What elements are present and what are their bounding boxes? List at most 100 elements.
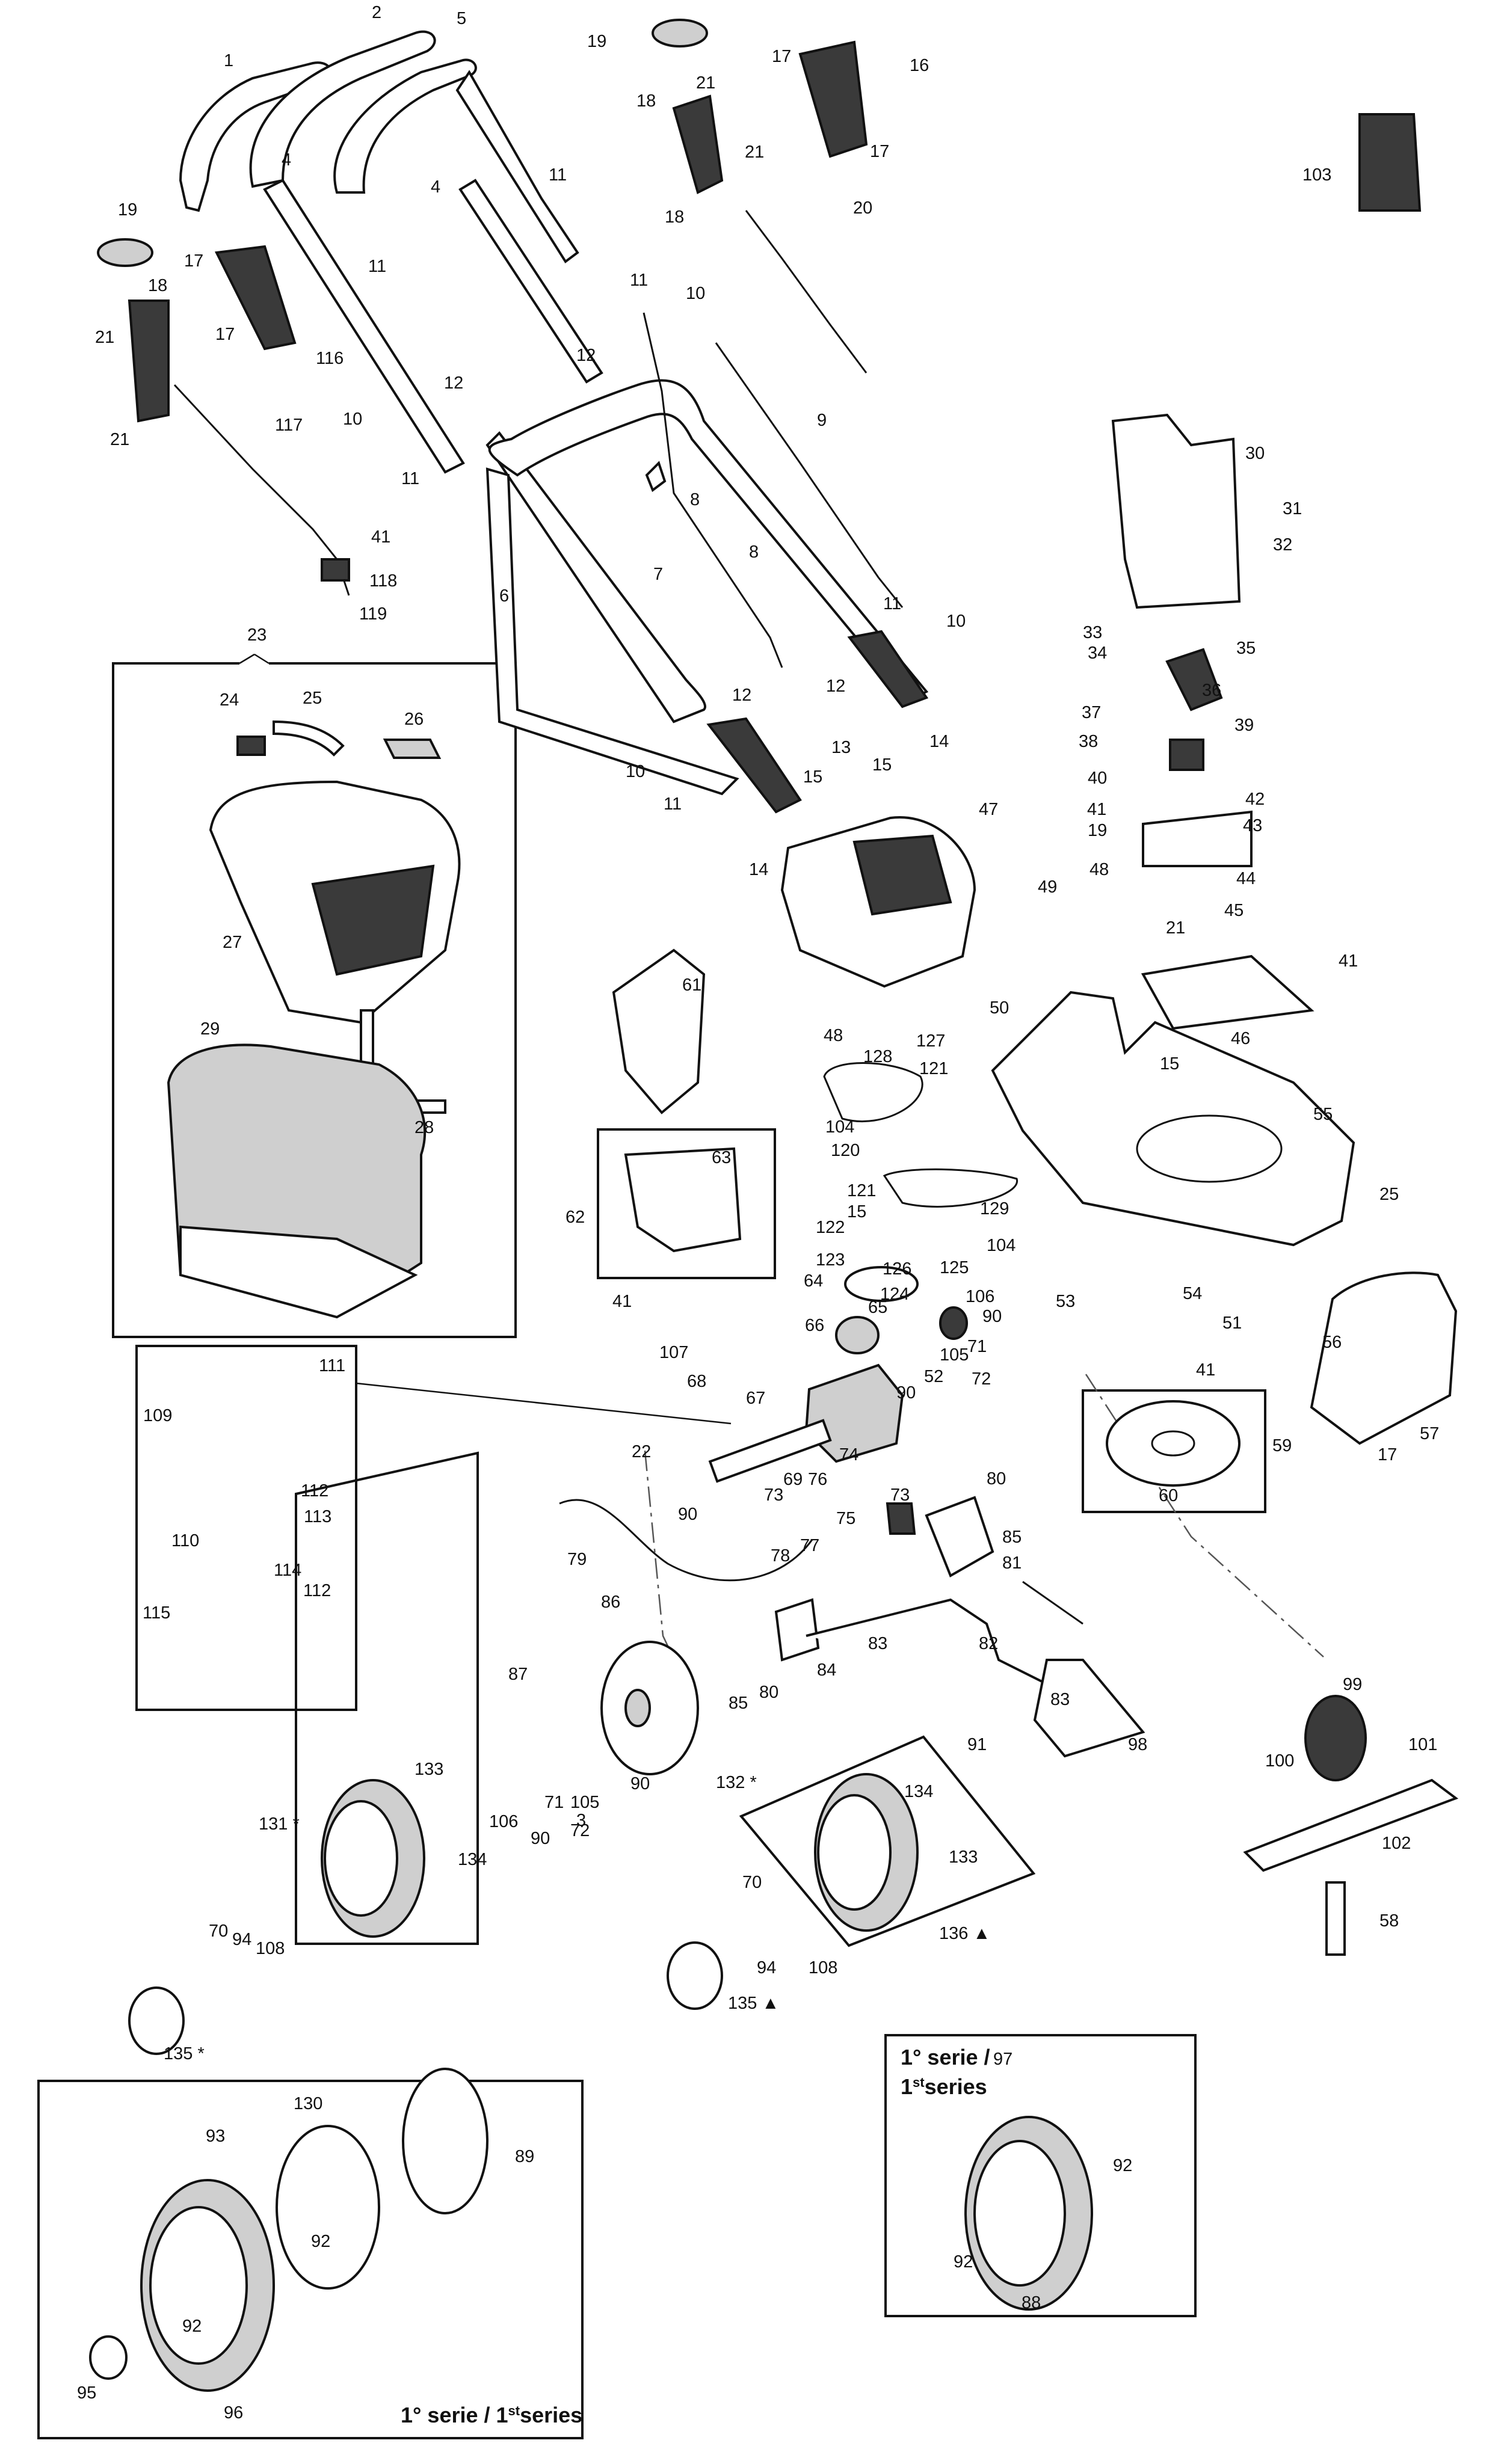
bag-frame-grill bbox=[311, 864, 435, 976]
callout-c7: 7 bbox=[653, 565, 663, 584]
callout-c2: 2 bbox=[372, 3, 381, 22]
callout-c57: 57 bbox=[1420, 1424, 1439, 1443]
cable-79 bbox=[559, 1499, 813, 1582]
upper-handle-middle bbox=[249, 30, 436, 188]
handle-tube-left bbox=[263, 179, 465, 474]
callout-c44: 44 bbox=[1236, 869, 1256, 888]
callout-c21e: 21 bbox=[1166, 918, 1185, 938]
callout-c133a: 133 bbox=[415, 1760, 443, 1779]
callout-c85a: 85 bbox=[1002, 1528, 1022, 1547]
callout-c93: 93 bbox=[206, 2127, 225, 2146]
callout-c83a: 83 bbox=[868, 1634, 887, 1653]
deck-opening bbox=[1136, 1114, 1283, 1183]
callout-c83b: 83 bbox=[1050, 1690, 1070, 1709]
lever-cover-16 bbox=[798, 40, 868, 158]
callout-c9: 9 bbox=[817, 411, 827, 430]
first-series-right-frame bbox=[884, 2034, 1197, 2317]
callout-c111: 111 bbox=[319, 1356, 345, 1375]
mulch-plate-hub bbox=[1151, 1430, 1195, 1457]
callout-c119: 119 bbox=[359, 604, 387, 624]
front-bumper-57 bbox=[1310, 1271, 1458, 1445]
callout-c8a: 8 bbox=[690, 490, 700, 509]
callout-c95: 95 bbox=[77, 2383, 96, 2403]
callout-c126: 126 bbox=[883, 1259, 911, 1279]
lower-tube-right bbox=[458, 179, 603, 384]
callout-c40: 40 bbox=[1088, 769, 1107, 788]
callout-c17d: 17 bbox=[215, 325, 235, 344]
callout-c87: 87 bbox=[508, 1665, 528, 1684]
callout-c47: 47 bbox=[979, 800, 998, 819]
callout-c120: 120 bbox=[831, 1141, 860, 1160]
gear-105a bbox=[939, 1306, 968, 1340]
callout-c32: 32 bbox=[1273, 535, 1292, 555]
flap-62 bbox=[624, 1147, 742, 1253]
callout-c74: 74 bbox=[839, 1445, 858, 1464]
callout-c26: 26 bbox=[404, 710, 424, 729]
callout-c66: 66 bbox=[805, 1316, 824, 1335]
callout-c35: 35 bbox=[1236, 639, 1256, 658]
callout-c70b: 70 bbox=[209, 1922, 228, 1941]
callout-c75: 75 bbox=[836, 1509, 855, 1528]
clip-118 bbox=[321, 558, 350, 582]
callout-c63: 63 bbox=[712, 1148, 731, 1167]
callout-c131: 131 * bbox=[259, 1814, 300, 1834]
callout-c118: 118 bbox=[369, 571, 397, 591]
callout-c128: 128 bbox=[863, 1047, 892, 1066]
callout-c30: 30 bbox=[1245, 444, 1265, 463]
callout-c19a: 19 bbox=[587, 32, 606, 51]
cable-20 bbox=[745, 210, 868, 373]
rear-wheel-hub bbox=[324, 1800, 398, 1917]
callout-c55: 55 bbox=[1313, 1105, 1333, 1124]
callout-c11d: 11 bbox=[401, 469, 419, 488]
callout-c18b: 18 bbox=[665, 207, 684, 227]
handle-assembly bbox=[97, 19, 1422, 814]
callout-c19c: 19 bbox=[1088, 821, 1107, 840]
callout-c33: 33 bbox=[1083, 623, 1102, 642]
callout-c17e: 17 bbox=[1378, 1445, 1397, 1464]
knob-19-left bbox=[97, 238, 153, 267]
bracket-98 bbox=[1033, 1659, 1145, 1758]
callout-c90a: 90 bbox=[982, 1307, 1002, 1326]
callout-c65: 65 bbox=[868, 1298, 887, 1317]
callout-c115: 115 bbox=[143, 1603, 170, 1623]
callout-c12c: 12 bbox=[732, 686, 751, 705]
callout-c117: 117 bbox=[275, 416, 303, 435]
callout-c72a: 72 bbox=[972, 1369, 991, 1389]
callout-c10a: 10 bbox=[686, 284, 705, 303]
callout-c90e: 90 bbox=[630, 1774, 650, 1793]
callout-c114: 114 bbox=[274, 1561, 301, 1580]
callout-c125: 125 bbox=[940, 1258, 969, 1277]
callout-c102: 102 bbox=[1382, 1834, 1411, 1853]
callout-c135b: 135 ▲ bbox=[728, 1994, 779, 2013]
hubcap-135-left bbox=[128, 1986, 185, 2055]
callout-c100: 100 bbox=[1265, 1751, 1294, 1771]
callout-c22: 22 bbox=[632, 1442, 651, 1461]
callout-c64: 64 bbox=[804, 1271, 823, 1291]
callout-c21b: 21 bbox=[745, 143, 764, 162]
grass-bag-assembly bbox=[167, 720, 461, 1319]
callout-c107: 107 bbox=[659, 1343, 688, 1362]
callout-c1: 1 bbox=[224, 51, 233, 70]
callout-c110: 110 bbox=[171, 1531, 199, 1550]
callout-c106b: 106 bbox=[489, 1812, 518, 1831]
callout-c94b: 94 bbox=[757, 1958, 776, 1977]
callout-c112a: 112 bbox=[301, 1481, 328, 1501]
callout-c4a: 4 bbox=[282, 150, 291, 170]
part-24 bbox=[236, 736, 266, 756]
callout-c133b: 133 bbox=[949, 1848, 978, 1867]
callout-c99: 99 bbox=[1343, 1675, 1362, 1694]
grass-bag-frame bbox=[112, 662, 517, 1338]
callout-c39: 39 bbox=[1234, 716, 1254, 735]
engine-cover-vent bbox=[852, 834, 952, 916]
callout-c127: 127 bbox=[916, 1031, 945, 1051]
callout-c15c: 15 bbox=[1160, 1054, 1179, 1074]
callout-c104a: 104 bbox=[825, 1117, 854, 1137]
wheel-cover-89 bbox=[402, 2068, 488, 2214]
callout-c80b: 80 bbox=[759, 1683, 778, 1702]
bracket-43 bbox=[1142, 810, 1253, 867]
bracket-84 bbox=[774, 1598, 820, 1662]
hubcap-135-right bbox=[667, 1941, 723, 2010]
part-74 bbox=[886, 1502, 916, 1535]
callout-c41d: 41 bbox=[612, 1292, 632, 1311]
callout-c28: 28 bbox=[415, 1118, 434, 1137]
